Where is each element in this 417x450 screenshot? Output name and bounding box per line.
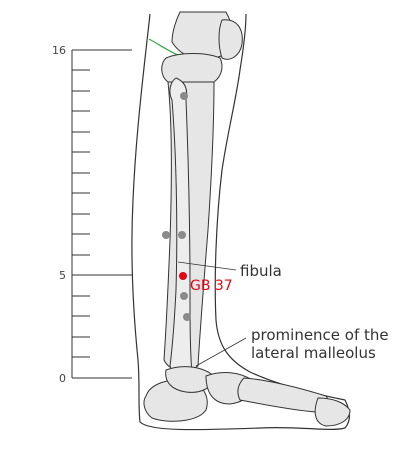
foot-bones (143, 366, 351, 427)
fibula-leader-line (177, 261, 237, 271)
measurement-scale (71, 49, 132, 379)
scale-label-16: 16 (52, 44, 66, 57)
knee-bones (161, 11, 243, 86)
marker-dot (183, 313, 191, 321)
marker-dot (178, 231, 186, 239)
fibula-label: fibula (240, 262, 282, 280)
marker-dot (180, 292, 188, 300)
gb37-point (179, 272, 187, 280)
gb37-label: GB 37 (190, 278, 233, 294)
malleolus-leader-line (195, 337, 247, 367)
marker-dot (162, 231, 170, 239)
talus (165, 366, 215, 393)
marker-dot (180, 92, 188, 100)
toe-phalanges (314, 397, 351, 427)
patella (218, 19, 243, 60)
scale-label-0: 0 (59, 372, 66, 385)
knee-crease-line (148, 38, 179, 56)
scale-label-5: 5 (59, 269, 66, 282)
reference-markers (162, 92, 191, 321)
malleolus-label-line2: lateral malleolus (251, 344, 376, 362)
malleolus-label-line1: prominence of the (251, 326, 389, 344)
scale-minor-ticks (72, 69, 90, 358)
tibia-head (161, 53, 223, 86)
